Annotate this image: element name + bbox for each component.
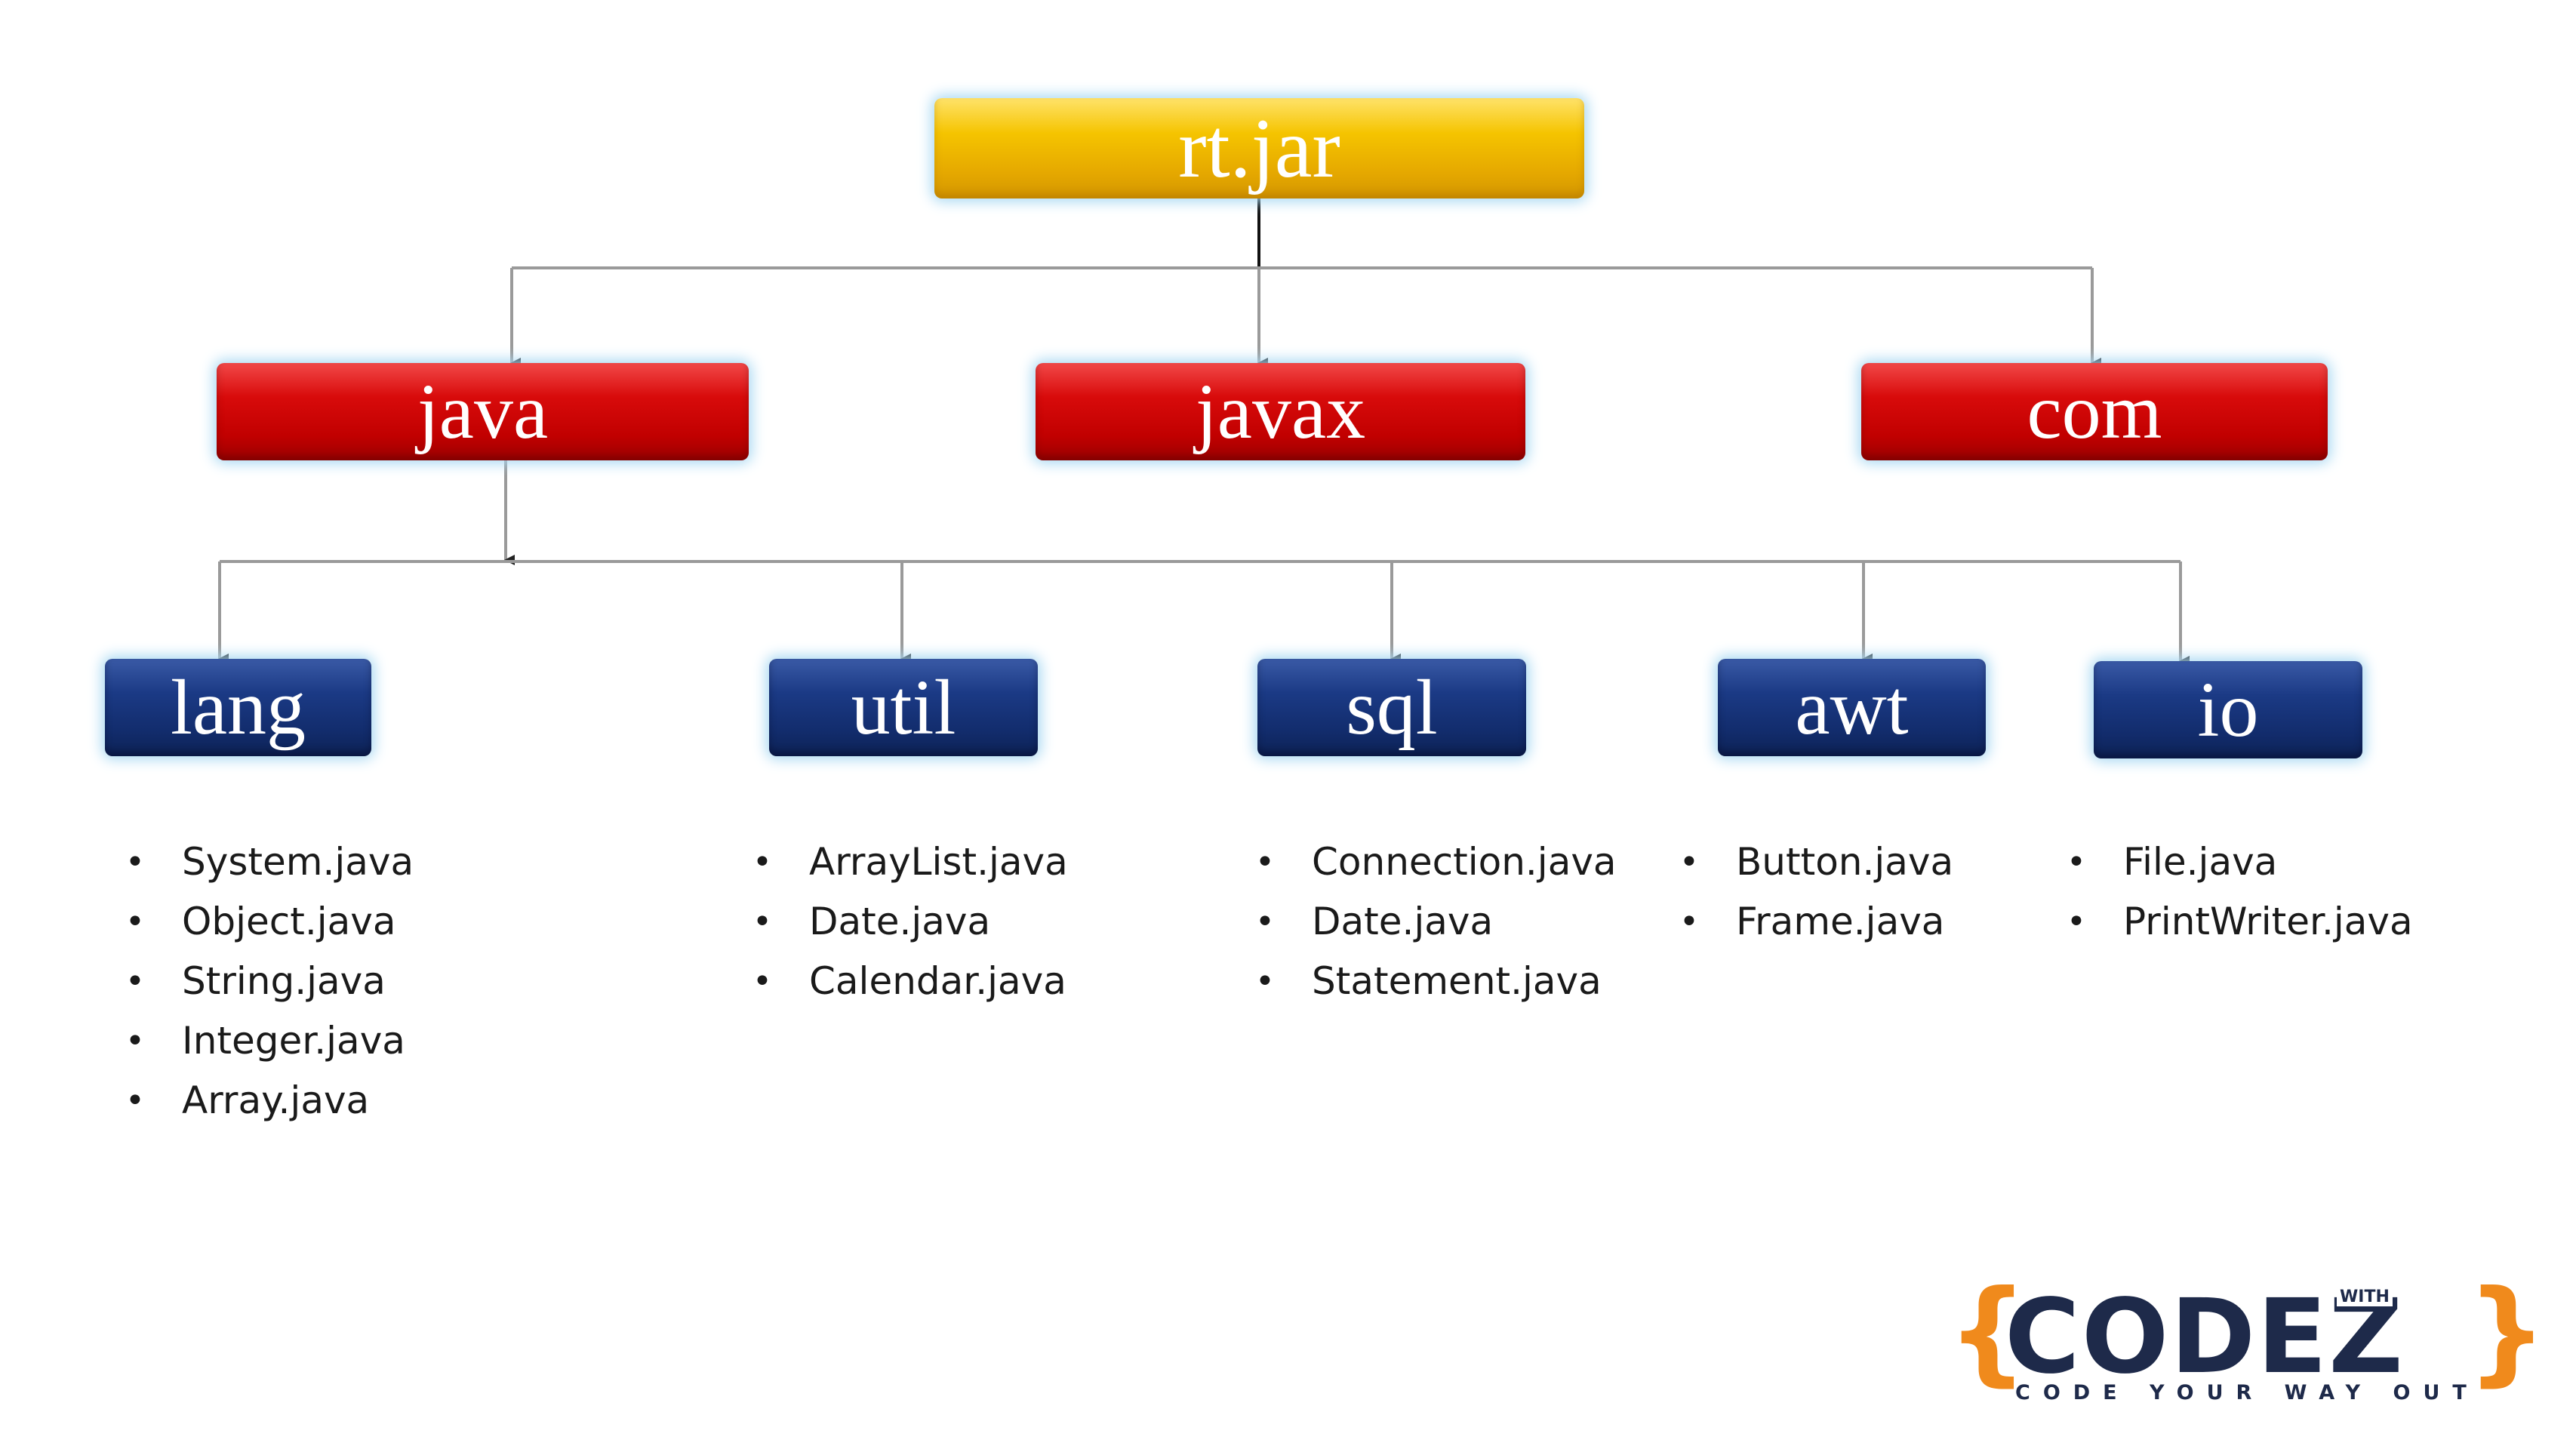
logo-tagline: CODE YOUR WAY OUT xyxy=(2015,1381,2479,1404)
lang-label: lang xyxy=(170,663,306,751)
file-item: Button.java xyxy=(1679,832,1953,892)
file-item: Date.java xyxy=(1255,892,1617,952)
javax-node: javax xyxy=(1036,363,1525,460)
awt-file-list: Button.java Frame.java xyxy=(1679,832,1953,952)
file-item: ArrayList.java xyxy=(752,832,1068,892)
file-item: Array.java xyxy=(125,1071,414,1131)
lang-file-list: System.java Object.java String.java Inte… xyxy=(125,832,414,1131)
util-node: util xyxy=(769,659,1038,756)
io-file-list: File.java PrintWriter.java xyxy=(2067,832,2413,952)
java-node: java xyxy=(217,363,749,460)
sql-label: sql xyxy=(1346,663,1438,751)
file-item: PrintWriter.java xyxy=(2067,892,2413,952)
util-file-list: ArrayList.java Date.java Calendar.java xyxy=(752,832,1068,1011)
logo-open-brace: { xyxy=(1947,1266,2028,1398)
rt-jar-label: rt.jar xyxy=(1178,101,1340,195)
file-item: String.java xyxy=(125,952,414,1011)
awt-node: awt xyxy=(1718,659,1986,756)
com-node: com xyxy=(1861,363,2328,460)
logo-with-tag: WITH xyxy=(2337,1287,2393,1306)
file-item: Frame.java xyxy=(1679,892,1953,952)
javax-label: javax xyxy=(1195,368,1366,455)
codez-logo: { CODEZ WITH } CODE YOUR WAY OUT xyxy=(1947,1275,2547,1405)
java-label: java xyxy=(417,368,549,455)
awt-label: awt xyxy=(1795,663,1909,751)
util-label: util xyxy=(851,663,956,751)
file-item: Calendar.java xyxy=(752,952,1068,1011)
logo-close-brace: } xyxy=(2467,1266,2547,1398)
file-item: File.java xyxy=(2067,832,2413,892)
file-item: Connection.java xyxy=(1255,832,1617,892)
lang-node: lang xyxy=(105,659,371,756)
file-item: Date.java xyxy=(752,892,1068,952)
io-label: io xyxy=(2197,666,2259,753)
file-item: Integer.java xyxy=(125,1011,414,1071)
file-item: Object.java xyxy=(125,892,414,952)
com-label: com xyxy=(2027,368,2162,455)
rt-jar-node: rt.jar xyxy=(934,98,1584,198)
file-item: System.java xyxy=(125,832,414,892)
file-item: Statement.java xyxy=(1255,952,1617,1011)
logo-wordmark: CODEZ xyxy=(2005,1278,2405,1397)
sql-node: sql xyxy=(1257,659,1526,756)
io-node: io xyxy=(2094,661,2362,758)
sql-file-list: Connection.java Date.java Statement.java xyxy=(1255,832,1617,1011)
